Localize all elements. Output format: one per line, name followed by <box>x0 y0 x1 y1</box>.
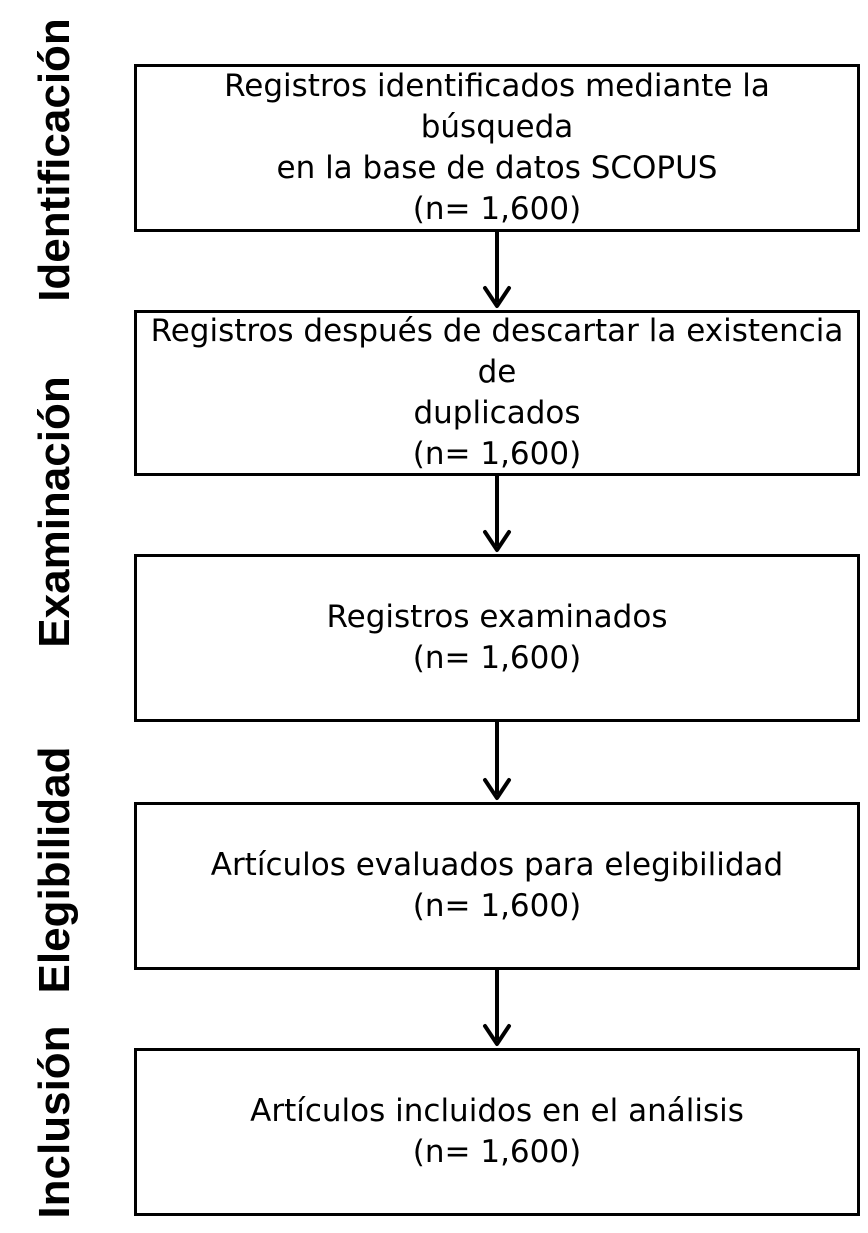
box-identificados: Registros identificados mediante la búsq… <box>134 64 860 232</box>
arrow-1 <box>483 232 511 308</box>
box-incluidos: Artículos incluidos en el análisis (n= 1… <box>134 1048 860 1216</box>
box-identificados-line2: en la base de datos SCOPUS <box>276 150 718 186</box>
box-elegibilidad-count: (n= 1,600) <box>412 888 582 924</box>
box-examinados: Registros examinados (n= 1,600) <box>134 554 860 722</box>
box-examinados-count: (n= 1,600) <box>412 640 582 676</box>
arrow-2 <box>483 476 511 552</box>
arrow-4 <box>483 970 511 1046</box>
box-sin-duplicados-line2: duplicados <box>413 395 581 431</box>
box-elegibilidad: Artículos evaluados para elegibilidad (n… <box>134 802 860 970</box>
box-elegibilidad-line1: Artículos evaluados para elegibilidad <box>210 847 784 883</box>
arrow-3 <box>483 722 511 800</box>
box-examinados-line1: Registros examinados <box>326 599 668 635</box>
box-sin-duplicados: Registros después de descartar la existe… <box>134 310 860 476</box>
box-sin-duplicados-count: (n= 1,600) <box>412 436 582 472</box>
box-incluidos-line1: Artículos incluidos en el análisis <box>250 1093 744 1129</box>
box-incluidos-count: (n= 1,600) <box>412 1134 582 1170</box>
box-identificados-line1: Registros identificados mediante la búsq… <box>224 68 770 145</box>
box-identificados-count: (n= 1,600) <box>412 191 582 227</box>
box-sin-duplicados-line1: Registros después de descartar la existe… <box>150 313 844 390</box>
